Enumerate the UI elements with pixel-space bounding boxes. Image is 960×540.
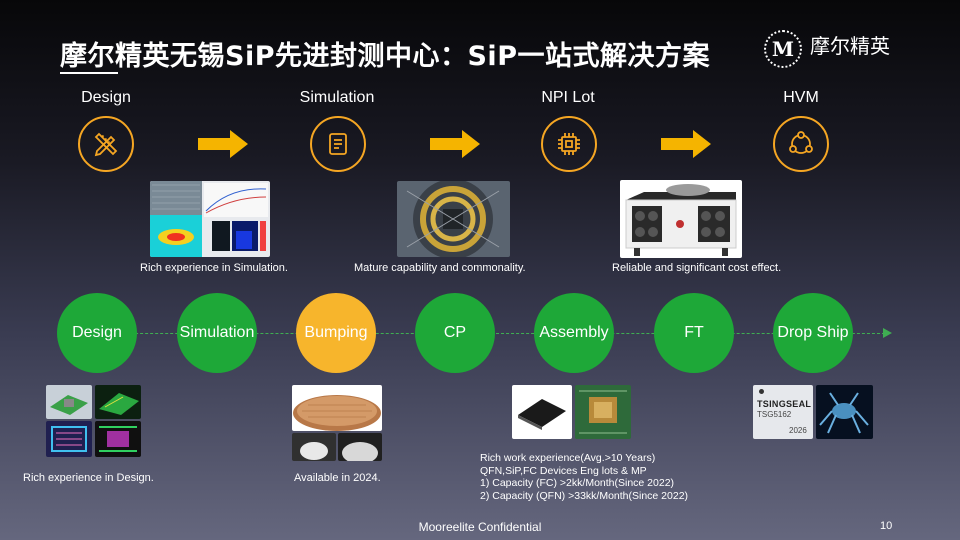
chip-icon — [541, 116, 597, 172]
footer-confidential: Mooreelite Confidential — [418, 520, 542, 534]
drop-ship-chip-image: TSINGSEAL TSG5162 2026 — [753, 385, 813, 439]
process-node-design: Design — [57, 293, 137, 373]
process-node-drop-ship: Drop Ship — [773, 293, 853, 373]
logo-mark: M — [764, 30, 802, 68]
chip-part-number: TSG5162 — [757, 410, 792, 419]
arrow-right-icon — [661, 130, 711, 158]
company-logo: M 摩尔精英 — [764, 28, 914, 70]
bumping-bump-image-2 — [338, 433, 382, 461]
stage-label-design: Design — [81, 89, 131, 106]
caption-hvm: Reliable and significant cost effect. — [612, 262, 782, 274]
process-node-cp: CP — [415, 293, 495, 373]
page-number: 10 — [880, 520, 893, 532]
logo-text: 摩尔精英 — [810, 34, 890, 58]
bumping-bump-image-1 — [292, 433, 336, 461]
title-underline — [60, 72, 118, 74]
caption-npi: Mature capability and commonality. — [354, 262, 526, 274]
process-flow-line — [100, 333, 890, 334]
design-image-routing — [95, 421, 141, 457]
hvm-machine-image — [620, 180, 742, 258]
caption-design: Rich experience in Design. — [23, 472, 154, 484]
document-icon — [310, 116, 366, 172]
caption-bumping: Available in 2024. — [294, 472, 381, 484]
chip-date-code: 2026 — [789, 426, 807, 435]
simulation-image — [150, 181, 270, 257]
stage-label-npi: NPI Lot — [541, 89, 595, 106]
process-node-ft: FT — [654, 293, 734, 373]
assembly-notes: Rich work experience(Avg.>10 Years) QFN,… — [480, 452, 688, 502]
process-flow-arrowhead — [883, 328, 892, 338]
design-image-layout — [46, 421, 92, 457]
slide-title: 摩尔精英无锡SiP先进封测中心：SiP一站式解决方案 — [60, 41, 710, 72]
assembly-chip-image — [512, 385, 572, 439]
process-node-simulation: Simulation — [177, 293, 257, 373]
assembly-note: 2) Capacity (QFN) >33kk/Month(Since 2022… — [480, 489, 689, 502]
stage-label-simulation: Simulation — [299, 89, 375, 106]
caption-simulation: Rich experience in Simulation. — [140, 262, 288, 274]
bumping-wafer-image — [292, 385, 382, 431]
stage-label-hvm: HVM — [783, 89, 819, 106]
process-node-assembly: Assembly — [534, 293, 614, 373]
chip-brand: TSINGSEAL — [757, 399, 812, 409]
npi-wafer-image — [397, 181, 510, 257]
arrow-right-icon — [430, 130, 480, 158]
assembly-note: QFN,SiP,FC Devices Eng lots & MP — [480, 464, 647, 477]
drop-ship-robot-image — [816, 385, 873, 439]
pencil-ruler-icon — [78, 116, 134, 172]
assembly-note: Rich work experience(Avg.>10 Years) — [480, 452, 656, 464]
arrow-right-icon — [198, 130, 248, 158]
assembly-note: 1) Capacity (FC) >2kk/Month(Since 2022) — [480, 477, 675, 489]
design-image-3d-package — [46, 385, 92, 419]
cycle-network-icon — [773, 116, 829, 172]
design-image-board — [95, 385, 141, 419]
process-node-bumping: Bumping — [296, 293, 376, 373]
assembly-sip-module-image — [575, 385, 631, 439]
